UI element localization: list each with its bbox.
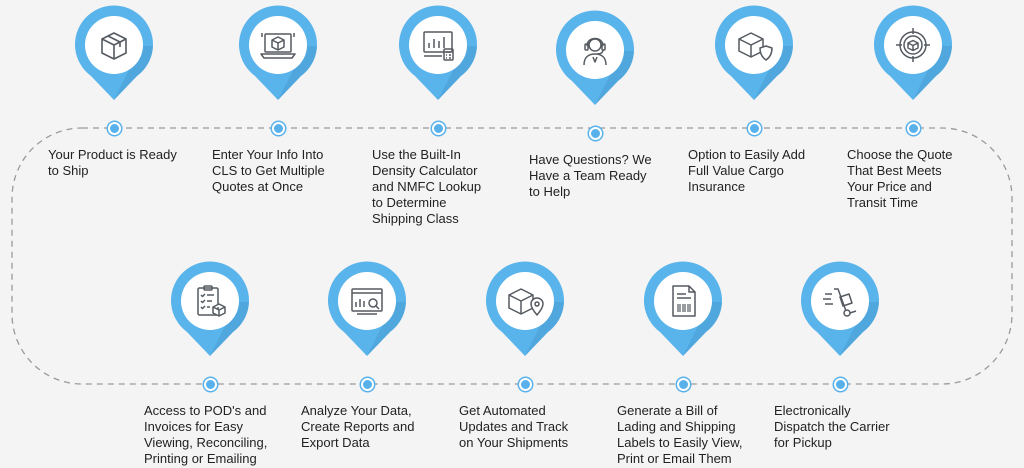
- box-shield-icon: [738, 32, 773, 61]
- step-5-label: Option to Easily Add Full Value Cargo In…: [688, 147, 806, 194]
- laptop-box-icon: [260, 33, 296, 59]
- step-4-pin: [552, 10, 638, 106]
- step-9-pin: [482, 261, 568, 356]
- step-3-marker: [431, 121, 445, 135]
- step-5-pin: [711, 5, 797, 101]
- step-8-label: Analyze Your Data, Create Reports and Ex…: [301, 403, 415, 450]
- step-6-marker: [906, 121, 920, 135]
- step-11-pin: [797, 261, 883, 356]
- step-6-label: Choose the Quote That Best Meets Your Pr…: [847, 147, 953, 210]
- step-7-marker: [203, 377, 217, 391]
- box-icon: [101, 32, 127, 60]
- hand-truck-icon: [823, 288, 857, 317]
- step-9-marker: [518, 377, 532, 391]
- step-1-marker: [107, 121, 121, 135]
- step-8-pin: [324, 261, 410, 356]
- barcode-document-icon: [672, 285, 696, 317]
- clipboard-box-icon: [197, 285, 226, 317]
- step-10-pin: [640, 261, 726, 356]
- step-7-pin: [167, 261, 253, 356]
- step-11-marker: [833, 377, 847, 391]
- step-2-pin: [235, 5, 321, 101]
- step-6-pin: [870, 5, 956, 101]
- step-2-label: Enter Your Info Into CLS to Get Multiple…: [212, 147, 325, 194]
- step-4-marker: [588, 126, 602, 140]
- step-1-label: Your Product is Ready to Ship: [48, 147, 177, 178]
- step-10-label: Generate a Bill of Lading and Shipping L…: [617, 403, 743, 466]
- step-11-label: Electronically Dispatch the Carrier for …: [774, 403, 890, 450]
- box-location-icon: [508, 288, 544, 316]
- step-7-label: Access to POD's and Invoices for Easy Vi…: [144, 403, 268, 466]
- analytics-screen-icon: [351, 288, 383, 315]
- step-4-label: Have Questions? We Have a Team Ready to …: [529, 152, 652, 199]
- step-9-label: Get Automated Updates and Track on Your …: [459, 403, 569, 450]
- step-5-marker: [747, 121, 761, 135]
- step-3-label: Use the Built-In Density Calculator and …: [372, 147, 482, 226]
- step-1-pin: [71, 5, 157, 101]
- step-2-marker: [271, 121, 285, 135]
- calculator-screen-icon: [423, 31, 454, 61]
- target-box-icon: [896, 28, 930, 62]
- step-3-pin: [395, 5, 481, 101]
- support-agent-icon: [583, 37, 607, 66]
- step-10-marker: [676, 377, 690, 391]
- step-8-marker: [360, 377, 374, 391]
